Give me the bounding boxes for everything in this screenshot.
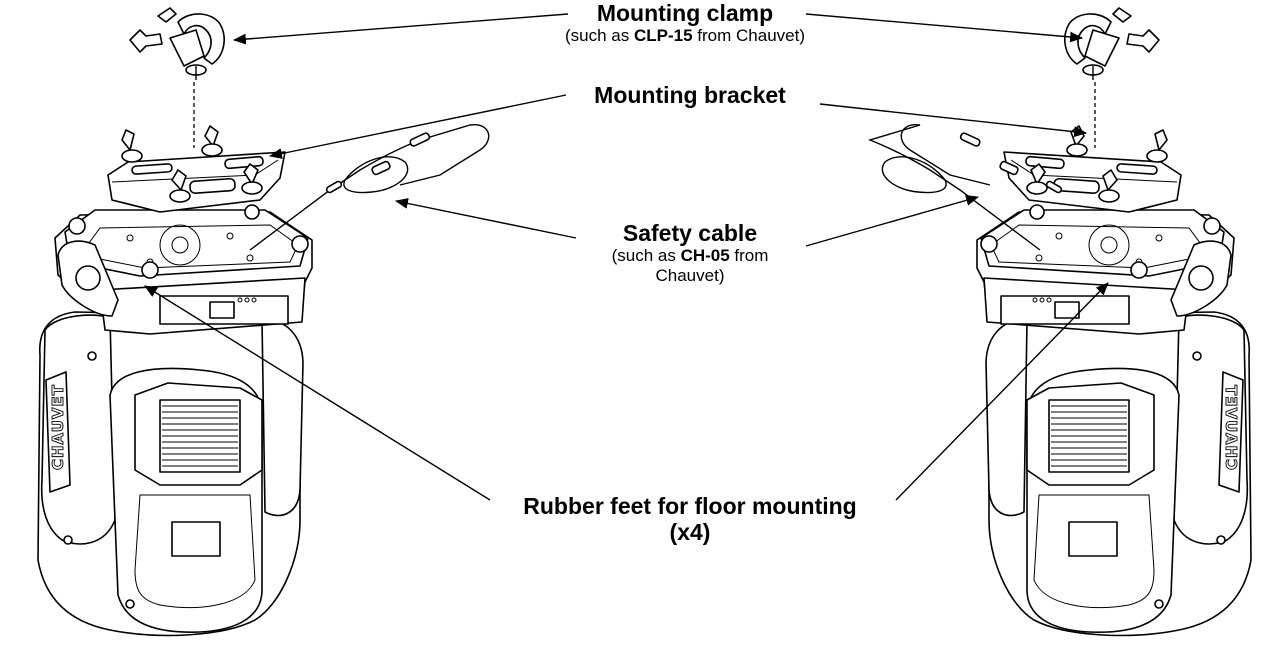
mounting-clamp-sub-prefix: (such as — [565, 26, 634, 45]
mounting-bracket-label: Mounting bracket — [594, 82, 786, 108]
safety-cable-model: CH-05 — [680, 246, 730, 265]
safety-cable-right — [867, 124, 1063, 251]
rubber-feet-line2: (x4) — [669, 519, 711, 545]
mounting-clamp-title: Mounting clamp — [596, 0, 774, 26]
safety-cable-subtitle-line2: Chauvet) — [655, 266, 725, 285]
safety-cable-subtitle-line1: (such as CH-05 from — [560, 246, 820, 266]
rubber-feet-line1: Rubber feet for floor mounting — [523, 493, 857, 519]
rubber-feet-label: Rubber feet for floor mounting (x4) — [480, 493, 900, 545]
mounting-clamp-subtitle: (such as CLP-15 from Chauvet) — [500, 26, 870, 46]
safety-cable-left — [249, 124, 490, 251]
safety-cable-title: Safety cable — [622, 220, 758, 246]
fixture-left — [37, 7, 313, 637]
callout-lines — [144, 13, 1109, 501]
mounting-clamp-label: Mounting clamp (such as CLP-15 from Chau… — [500, 0, 870, 46]
safety-cable-label: Safety cable (such as CH-05 from Chauvet… — [560, 220, 820, 286]
safety-cable-sub-prefix: (such as — [611, 246, 681, 265]
safety-cable-sub-suffix: from — [729, 246, 769, 265]
mounting-clamp-sub-suffix: from Chauvet) — [692, 26, 805, 45]
mounting-clamp-model: CLP-15 — [633, 26, 693, 45]
fixture-right — [976, 7, 1252, 637]
